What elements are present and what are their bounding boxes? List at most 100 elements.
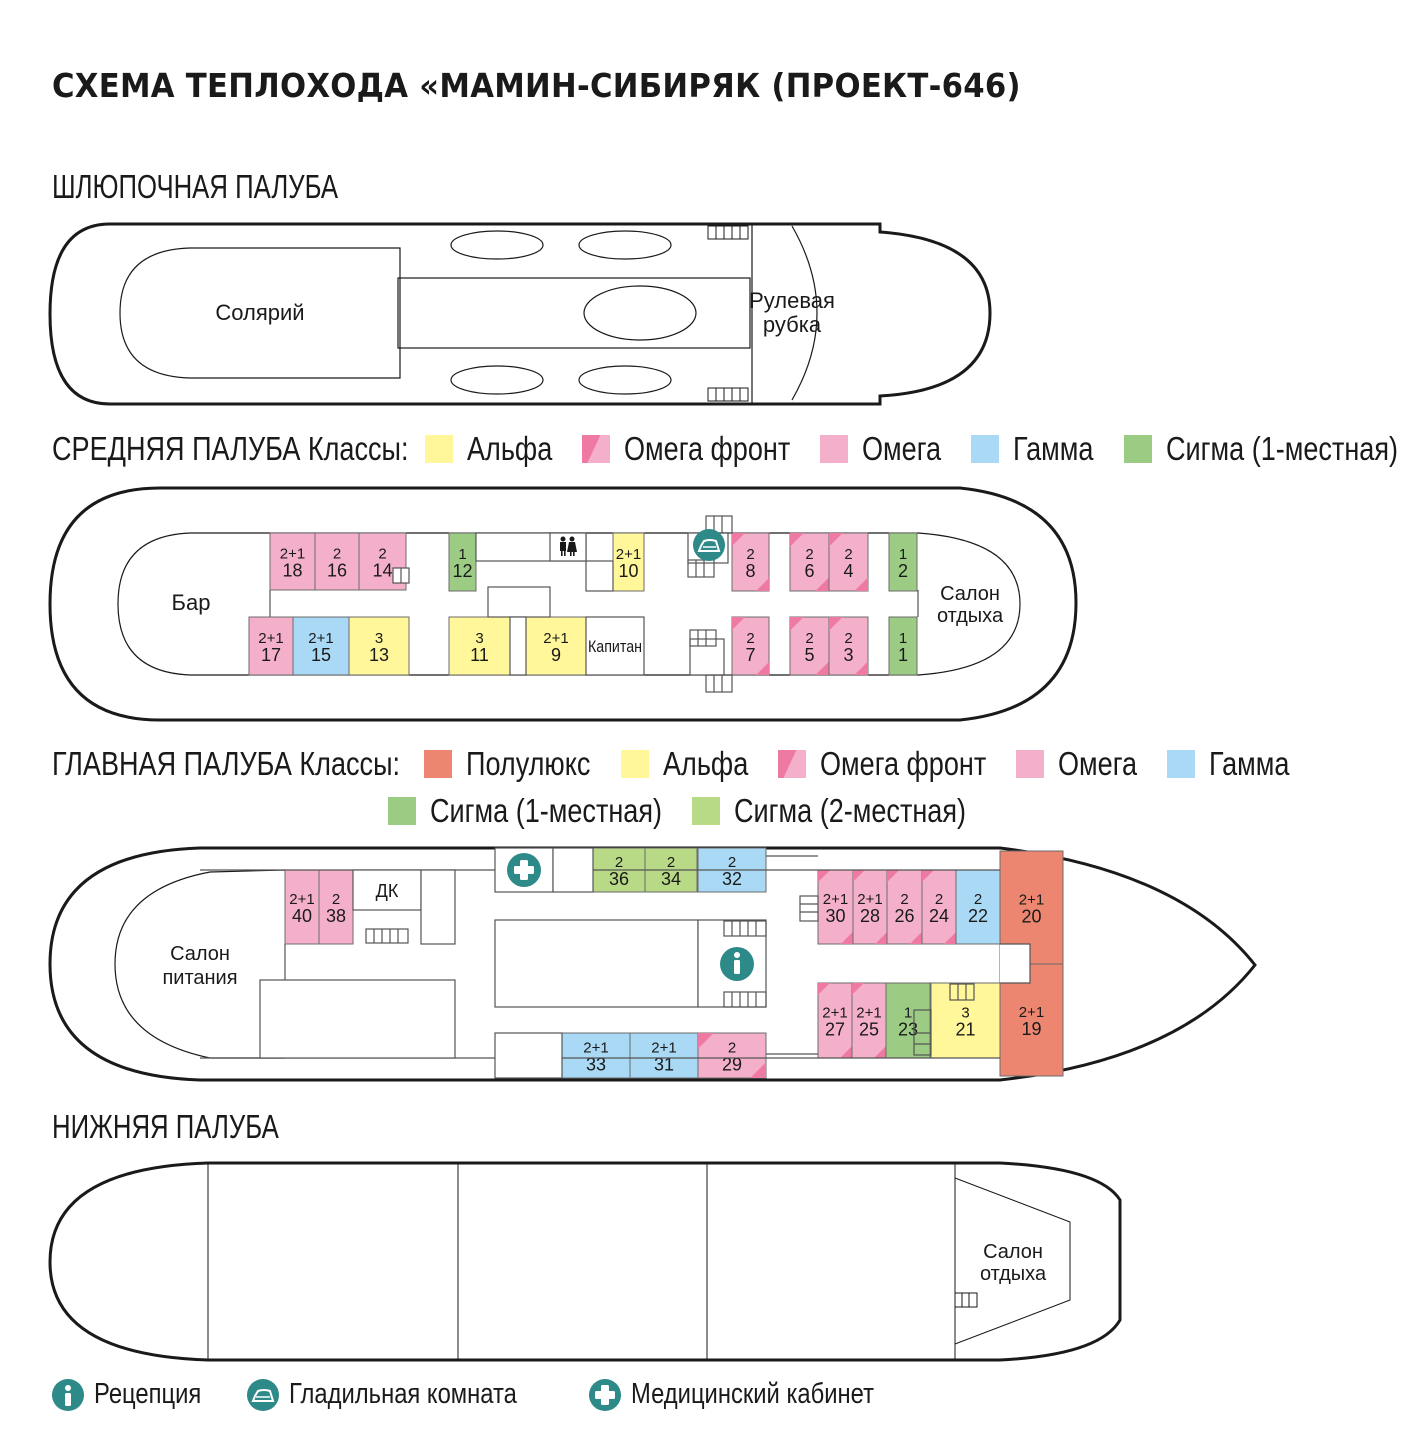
cabin-number: 33 bbox=[586, 1055, 606, 1075]
cabin-13[interactable]: 313 bbox=[348, 616, 410, 676]
cabin-29[interactable]: 229 bbox=[697, 1032, 767, 1079]
legend-item-omega: Омега bbox=[820, 430, 941, 468]
omega-front-marker bbox=[840, 931, 853, 944]
omega-front-marker bbox=[818, 983, 830, 995]
cabin-number: 22 bbox=[968, 906, 988, 926]
cabin-beds: 2+1 bbox=[651, 1040, 676, 1057]
dk-label: ДК bbox=[376, 881, 399, 901]
cabin-38[interactable]: 238 bbox=[318, 869, 354, 945]
legend-label: Омега фронт bbox=[624, 430, 791, 467]
cabin-4[interactable]: 24 bbox=[828, 532, 869, 592]
cabin-fill bbox=[888, 616, 918, 676]
dining-label-2: питания bbox=[162, 967, 237, 989]
legend-item-omega-front: Омега фронт bbox=[777, 745, 986, 783]
cabin-fill bbox=[292, 616, 350, 676]
cabin-17[interactable]: 2+117 bbox=[248, 616, 294, 676]
info-icon bbox=[720, 947, 754, 981]
stairs-icon bbox=[707, 225, 749, 240]
cabin-number: 6 bbox=[804, 561, 814, 581]
boat-deck-title: ШЛЮПОЧНАЯ ПАЛУБА bbox=[52, 168, 339, 205]
legend-item-sigma2: Сигма (2-местная) bbox=[691, 792, 966, 830]
cabin-beds: 2 bbox=[746, 546, 754, 563]
cabin-40[interactable]: 2+140 bbox=[284, 869, 320, 945]
cabin-beds: 2+1 bbox=[823, 891, 848, 908]
cabin-23[interactable]: 123 bbox=[885, 982, 931, 1059]
facility-legend: Рецепция Гладильная комната Медицинский … bbox=[52, 1378, 949, 1411]
omega-front-marker bbox=[790, 617, 804, 631]
cabin-22[interactable]: 222 bbox=[955, 869, 1001, 945]
cabin-beds: 2 bbox=[935, 891, 943, 908]
middle-deck-cabins: 2+1182162141122+110282624122+1172+115313… bbox=[248, 532, 918, 676]
legend-label: Омега bbox=[862, 430, 942, 467]
facility-legend-item: Рецепция bbox=[52, 1378, 225, 1411]
cabin-8[interactable]: 28 bbox=[731, 532, 770, 592]
cabin-fill bbox=[852, 869, 888, 945]
omega-front-marker bbox=[829, 533, 843, 547]
cabin-number: 17 bbox=[261, 645, 281, 665]
legend-swatch bbox=[388, 797, 416, 825]
medical-cross-icon bbox=[507, 853, 541, 887]
boat-deck bbox=[48, 222, 992, 406]
page-title: СХЕМА ТЕПЛОХОДА «МАМИН-СИБИРЯК (ПРОЕКТ-6… bbox=[52, 66, 1021, 105]
cabin-fill bbox=[612, 532, 645, 592]
cabin-beds: 2+1 bbox=[857, 891, 882, 908]
omega-front-marker bbox=[922, 870, 934, 882]
cabin-fill bbox=[525, 616, 587, 676]
cabin-3[interactable]: 23 bbox=[828, 616, 869, 676]
legend-swatch bbox=[424, 750, 453, 778]
lifeboat bbox=[450, 230, 544, 260]
cabin-number: 2 bbox=[898, 561, 908, 581]
cabin-number: 26 bbox=[894, 906, 914, 926]
cabin-6[interactable]: 26 bbox=[789, 532, 830, 592]
lower-lounge-label-2: отдыха bbox=[980, 1263, 1047, 1285]
cabin-28[interactable]: 2+128 bbox=[852, 869, 888, 945]
main-deck-extras bbox=[200, 847, 1031, 1079]
cabin-number: 23 bbox=[898, 1020, 918, 1040]
cabin-10[interactable]: 2+110 bbox=[612, 532, 645, 592]
cabin-26[interactable]: 226 bbox=[886, 869, 923, 945]
cabin-beds: 3 bbox=[961, 1005, 969, 1022]
central-structure bbox=[397, 277, 751, 349]
legend-item-omega-front: Омега фронт bbox=[582, 430, 790, 468]
cabin-7[interactable]: 27 bbox=[731, 616, 770, 676]
cabin-11[interactable]: 311 bbox=[448, 616, 511, 676]
cabin-fill bbox=[886, 869, 923, 945]
cabin-fill bbox=[248, 616, 294, 676]
cabin-number: 14 bbox=[372, 561, 392, 581]
cabin-31[interactable]: 2+131 bbox=[629, 1032, 699, 1079]
cabin-30[interactable]: 2+130 bbox=[817, 869, 854, 945]
cabin-beds: 1 bbox=[899, 546, 907, 563]
cabin-15[interactable]: 2+115 bbox=[292, 616, 350, 676]
cabin-18[interactable]: 2+118 bbox=[269, 532, 316, 591]
wheelhouse-curve bbox=[791, 225, 818, 401]
cabin-25[interactable]: 2+125 bbox=[851, 982, 887, 1059]
wheelhouse-label-1: Рулевая bbox=[749, 288, 835, 313]
cabin-beds: 3 bbox=[375, 630, 383, 647]
cabin-12[interactable]: 112 bbox=[448, 532, 477, 592]
legend-item-omega: Омега bbox=[1015, 745, 1137, 783]
cabin-number: 9 bbox=[551, 645, 561, 665]
cabin-fill bbox=[284, 869, 320, 945]
cabin-fill bbox=[885, 982, 931, 1059]
cabin-number: 25 bbox=[859, 1020, 879, 1040]
legend-label: Сигма (1-местная) bbox=[430, 792, 663, 829]
lower-deck-title: НИЖНЯЯ ПАЛУБА bbox=[52, 1108, 279, 1145]
cabin-number: 19 bbox=[1021, 1019, 1041, 1039]
cabin-5[interactable]: 25 bbox=[789, 616, 830, 676]
dining-salon-outline bbox=[114, 869, 286, 1059]
cabin-16[interactable]: 216 bbox=[314, 532, 360, 591]
cabin-1[interactable]: 11 bbox=[888, 616, 918, 676]
cabin-2[interactable]: 12 bbox=[888, 532, 918, 592]
omega-front-marker bbox=[815, 577, 829, 591]
cabin-27[interactable]: 2+127 bbox=[817, 982, 853, 1059]
cabin-beds: 2+1 bbox=[1019, 892, 1044, 909]
omega-front-marker bbox=[829, 617, 843, 631]
cabin-9[interactable]: 2+19 bbox=[525, 616, 587, 676]
cabin-24[interactable]: 224 bbox=[921, 869, 957, 945]
cabin-fill bbox=[448, 532, 477, 592]
legend-swatch bbox=[971, 435, 1000, 463]
cabin-fill bbox=[348, 616, 410, 676]
cabin-33[interactable]: 2+133 bbox=[561, 1032, 631, 1079]
